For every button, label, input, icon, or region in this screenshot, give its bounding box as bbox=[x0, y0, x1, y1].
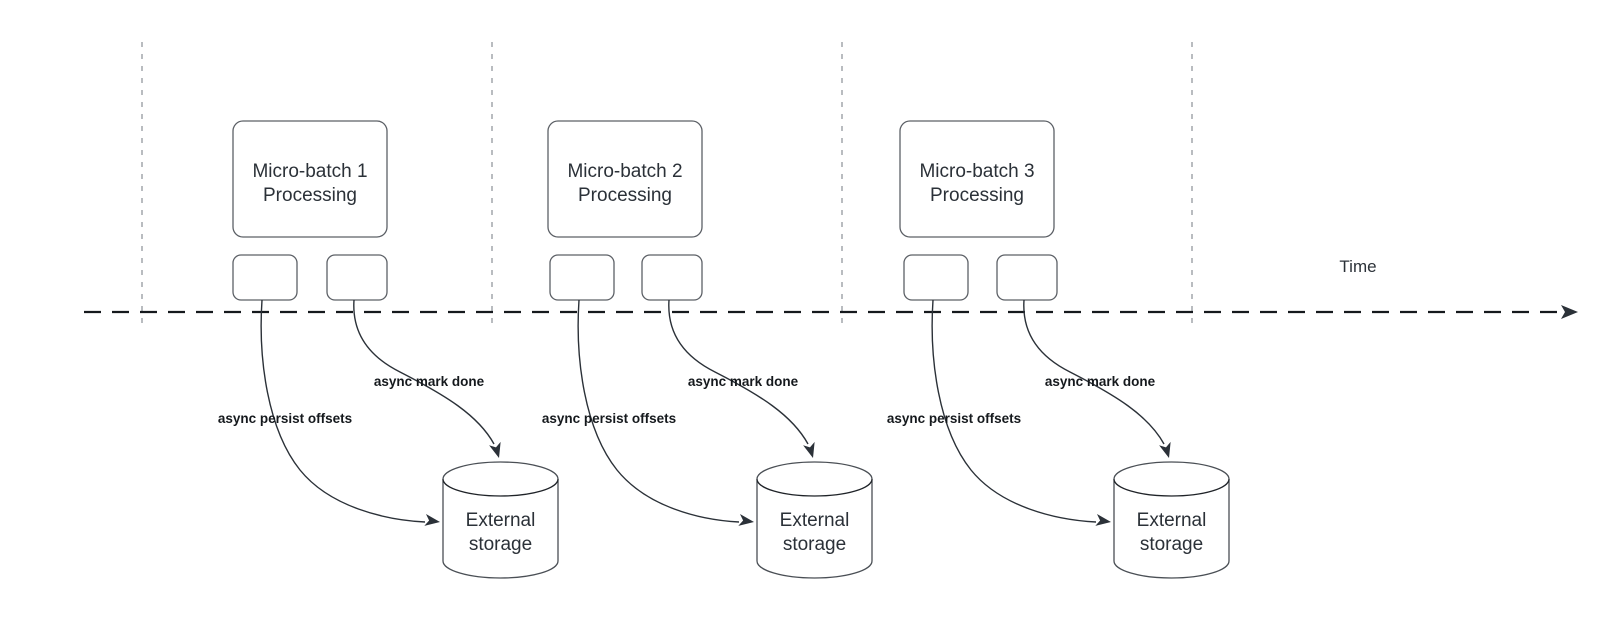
micro-batch-box[interactable] bbox=[899, 120, 1055, 238]
external-storage-cylinder-lid bbox=[442, 478, 559, 497]
edge-persist-offsets-arrowhead bbox=[424, 513, 440, 526]
time-axis-arrowhead bbox=[1561, 305, 1578, 319]
task-box-persist[interactable] bbox=[549, 254, 615, 301]
edge-persist-offsets-arrowhead bbox=[738, 513, 754, 526]
task-box-persist[interactable] bbox=[903, 254, 969, 301]
micro-batch-box-label-line2: Processing bbox=[263, 185, 357, 206]
micro-batch-box-label-line2: Processing bbox=[930, 185, 1024, 206]
external-storage-label-line1: External bbox=[1137, 510, 1207, 531]
micro-batch-box[interactable] bbox=[547, 120, 703, 238]
edge-persist-offsets-curve bbox=[931, 299, 1097, 523]
external-storage-cylinder-lid bbox=[1113, 478, 1230, 497]
time-axis-label: Time bbox=[1339, 257, 1376, 276]
edge-persist-offsets-label: async persist offsets bbox=[887, 411, 1021, 426]
edge-mark-done-curve bbox=[668, 299, 809, 445]
edge-persist-offsets-label: async persist offsets bbox=[542, 411, 676, 426]
edge-persist-offsets-label: async persist offsets bbox=[218, 411, 352, 426]
axis-label-layer: Time bbox=[1339, 257, 1376, 276]
timeline-tick-layer bbox=[141, 42, 1193, 330]
task-box-mark[interactable] bbox=[326, 254, 388, 301]
external-storage-label-line2: storage bbox=[783, 534, 846, 555]
timeline-axis bbox=[84, 305, 1578, 319]
micro-batch-box[interactable] bbox=[232, 120, 388, 238]
edge-mark-done-curve bbox=[1023, 299, 1165, 445]
edge-mark-done-label: async mark done bbox=[1045, 374, 1156, 389]
external-storage-label-line2: storage bbox=[1140, 534, 1203, 555]
micro-batch-box-label-line2: Processing bbox=[578, 185, 672, 206]
edge-mark-done-arrowhead bbox=[1159, 441, 1171, 458]
task-box-persist[interactable] bbox=[232, 254, 298, 301]
external-storage-label-line1: External bbox=[466, 510, 536, 531]
edge-mark-done-curve bbox=[353, 299, 495, 445]
task-box-mark[interactable] bbox=[641, 254, 703, 301]
edge-persist-offsets-curve bbox=[577, 299, 740, 523]
micro-batch-box-label-line1: Micro-batch 3 bbox=[919, 161, 1034, 182]
micro-batch-box-label-line1: Micro-batch 2 bbox=[567, 161, 682, 182]
external-storage-label-line2: storage bbox=[469, 534, 532, 555]
micro-batch-box-label-line1: Micro-batch 1 bbox=[252, 161, 367, 182]
edge-persist-offsets-arrowhead bbox=[1095, 513, 1111, 526]
edge-mark-done-label: async mark done bbox=[374, 374, 485, 389]
external-storage-label-line1: External bbox=[780, 510, 850, 531]
edge-mark-done-arrowhead bbox=[489, 441, 501, 458]
edge-persist-offsets-curve bbox=[260, 299, 426, 523]
external-storage-cylinder-lid bbox=[756, 478, 873, 497]
edge-mark-done-arrowhead bbox=[803, 441, 815, 458]
task-box-mark[interactable] bbox=[996, 254, 1058, 301]
edge-mark-done-label: async mark done bbox=[688, 374, 799, 389]
